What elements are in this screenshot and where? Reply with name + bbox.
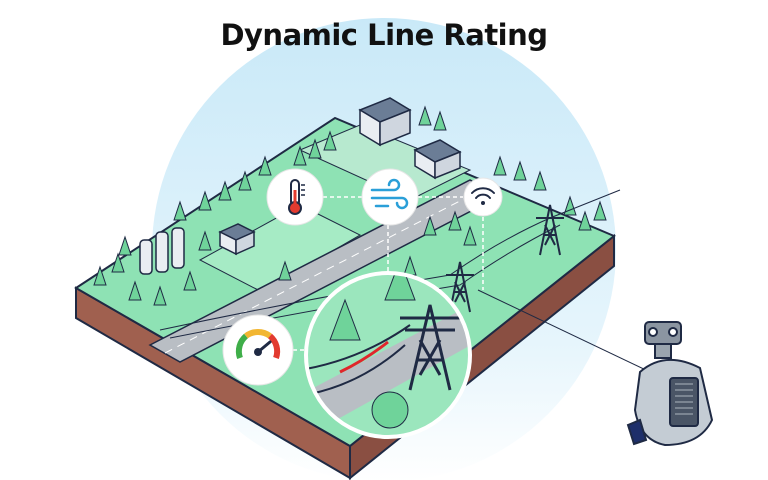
tree bbox=[173, 200, 187, 221]
shed bbox=[218, 223, 256, 256]
hot-conductor-segment bbox=[339, 340, 389, 374]
wifi-icon bbox=[463, 177, 503, 217]
tree bbox=[418, 105, 432, 126]
tree bbox=[423, 215, 437, 236]
tree bbox=[153, 285, 167, 306]
tree bbox=[183, 270, 197, 291]
connector-lines bbox=[293, 196, 484, 351]
tree bbox=[513, 160, 527, 181]
tree bbox=[93, 265, 107, 286]
tree bbox=[493, 155, 507, 176]
line-sensor-device bbox=[626, 321, 714, 447]
tree bbox=[258, 155, 272, 176]
tree bbox=[118, 235, 132, 256]
tree bbox=[198, 230, 212, 251]
tree bbox=[218, 180, 232, 201]
tree bbox=[128, 280, 142, 301]
gauge-icon bbox=[222, 314, 294, 386]
tree bbox=[293, 145, 307, 166]
farmhouse bbox=[358, 97, 412, 147]
tree bbox=[563, 195, 577, 216]
tree bbox=[533, 170, 547, 191]
barn bbox=[413, 139, 462, 180]
field bbox=[198, 204, 362, 293]
road-center-line bbox=[164, 187, 486, 354]
tree bbox=[463, 225, 477, 246]
tree bbox=[278, 260, 292, 281]
thermometer-icon bbox=[266, 168, 324, 226]
tree bbox=[238, 170, 252, 191]
tree bbox=[433, 110, 447, 131]
tree bbox=[593, 200, 607, 221]
tree bbox=[578, 210, 592, 231]
page-title: Dynamic Line Rating bbox=[220, 18, 548, 52]
sensor-callout-line bbox=[477, 289, 651, 373]
trees bbox=[93, 105, 607, 306]
tree bbox=[308, 138, 322, 159]
transmission-tower-near bbox=[400, 304, 460, 391]
tree bbox=[323, 130, 337, 151]
magnifier-closeup bbox=[304, 271, 472, 439]
tree bbox=[111, 252, 125, 273]
tree bbox=[198, 190, 212, 211]
wind-icon bbox=[361, 168, 419, 226]
tree bbox=[448, 210, 462, 231]
silos bbox=[139, 227, 185, 275]
